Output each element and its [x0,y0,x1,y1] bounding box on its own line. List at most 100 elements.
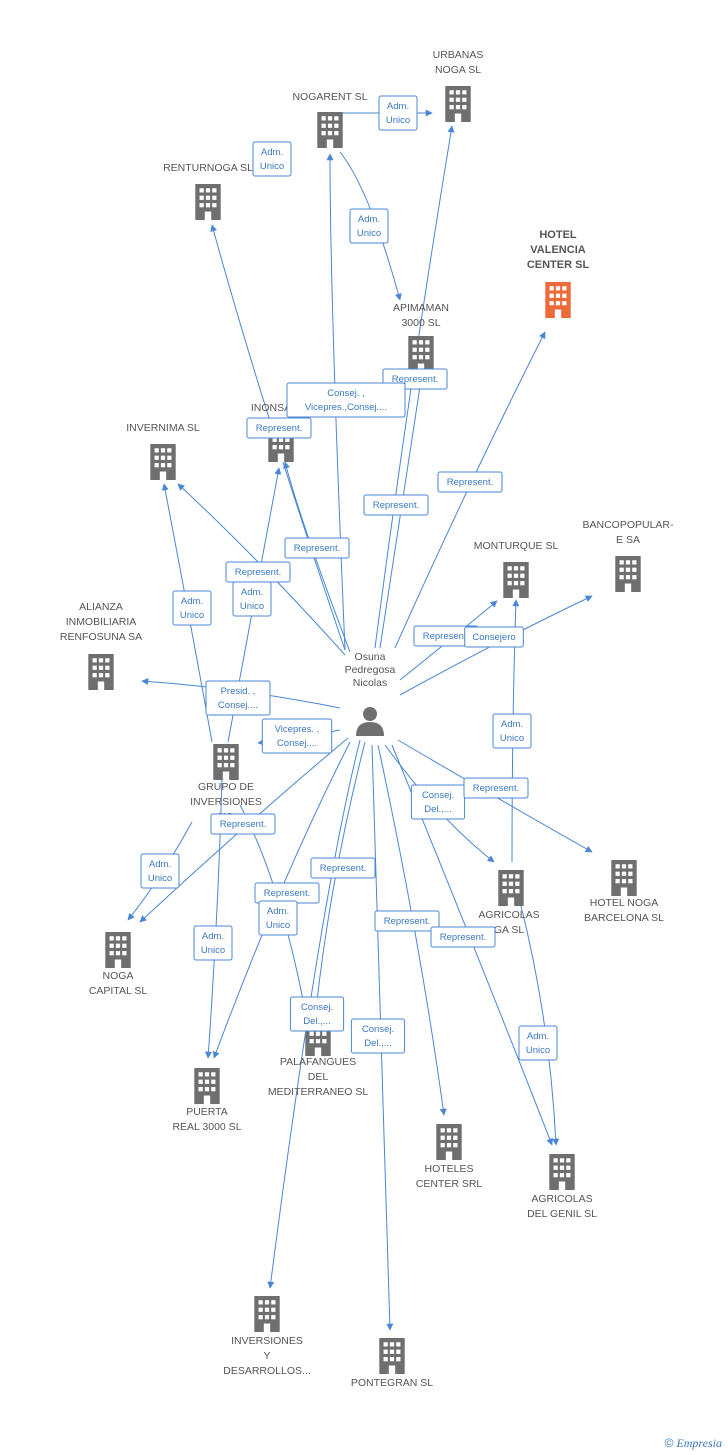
edge-label-e11[interactable]: Adm.Unico [172,590,212,626]
node-label: PALAFANGUES [280,1056,356,1068]
edge-label-e15[interactable]: Presid. ,Consej.... [205,680,271,716]
edge-label-e2[interactable]: Adm.Unico [252,141,292,177]
edge-label-e12[interactable]: Adm. Unico [232,581,272,617]
edge-line [519,901,560,1146]
edge-label-e29[interactable]: Consej.Del.,... [350,1018,406,1054]
edge-label-text: Represent. [235,567,281,578]
edge-label-e16[interactable]: Vicepres. ,Consej.... [261,718,333,754]
edge-label-e26[interactable]: Represent. [374,910,440,932]
edge-label-text: Represent. [473,783,519,794]
edge-label-e21[interactable]: Adm.Unico [140,853,180,889]
building-icon [549,1154,575,1190]
node-label: HOTEL [539,229,577,241]
company-node-pontegran[interactable]: PONTEGRAN SL [351,1338,433,1389]
edge-label-box [258,900,298,936]
edge-label-e1[interactable]: Adm.Unico [378,95,418,131]
edge-label-e27[interactable]: Represent. [430,926,496,948]
edge-label-box [492,713,532,749]
edge-label-e22[interactable]: Represent. [310,857,376,879]
edge-label-box [289,996,345,1032]
edge-label-text: Represent. [294,543,340,554]
node-label: Y [263,1350,270,1362]
edge-label-text: Represent. [392,374,438,385]
edge-label-e9[interactable]: Represent. [284,537,350,559]
edge-label-text: Represent. [384,916,430,927]
company-node-monturque[interactable]: MONTURQUE SL [474,540,559,598]
node-label: HOTELES [424,1163,473,1175]
edge-label-e10[interactable]: Represent. [225,561,291,583]
edge-label-e30[interactable]: Adm.Unico [518,1025,558,1061]
node-label: INVERSIONES [231,1335,303,1347]
node-label: INVERSIONES [190,796,262,808]
person-label: Pedregosa [345,664,396,676]
person-icon [363,707,377,721]
node-label: BARCELONA SL [584,912,664,924]
edge-label-text: Consej. , [327,388,365,399]
company-node-bancopopular[interactable]: BANCOPOPULAR-E SA [582,519,674,592]
edge-label-e17[interactable]: Adm.Unico [492,713,532,749]
edge-label-text: Represent. [220,819,266,830]
edge-label-e13[interactable]: Represent. [413,625,479,647]
edge-label-e24[interactable]: Adm.Unico [258,900,298,936]
edge-label-e7[interactable]: Represent. [363,494,429,516]
company-node-inonsa[interactable]: INONSA [251,402,294,462]
node-label: MONTURQUE SL [474,540,559,552]
edge-label-text: Represent. [256,423,302,434]
edge-label-e8[interactable]: Represent. [437,471,503,493]
company-node-nogarent[interactable]: NOGARENT SL [292,91,368,148]
edge-label-e19[interactable]: Represent. [463,777,529,799]
edge-label-e5[interactable]: Consej. ,Vicepres.,Consej.... [286,382,406,418]
edge-label-text: Adm. [202,931,224,942]
edge-label-text: Adm. [501,719,523,730]
edge-label-text: Adm. [241,587,263,598]
node-label: RENTURNOGA SL [163,162,253,174]
building-icon [379,1338,405,1374]
edge-label-text: Unico [260,161,284,172]
edge-label-e25[interactable]: Adm.Unico [193,925,233,961]
building-icon [105,932,131,968]
edge-label-box [378,95,418,131]
building-icon [498,870,524,906]
edge-label-e23[interactable]: Represent. [254,882,320,904]
building-icon [611,860,637,896]
edge-label-text: Consejero [472,632,515,643]
node-label: INVERNIMA SL [126,422,200,434]
company-node-inversiones[interactable]: INVERSIONESYDESARROLLOS... [223,1296,311,1377]
node-label: ALIANZA [79,601,123,613]
company-node-renturnoga[interactable]: RENTURNOGA SL [163,162,253,220]
edge-label-text: Del.,... [364,1038,391,1049]
edge-label-text: Adm. [267,906,289,917]
edge-label-e20[interactable]: Represent. [210,813,276,835]
edge-label-e28[interactable]: Consej.Del.,... [289,996,345,1032]
edge-label-e3[interactable]: Adm.Unico [349,208,389,244]
building-icon [408,336,434,372]
edge-label-e6[interactable]: Represent. [246,417,312,439]
node-label: PONTEGRAN SL [351,1377,433,1389]
edge-label-box [252,141,292,177]
edge-label-text: Unico [240,601,264,612]
edge-label-e18[interactable]: Consej.Del.,... [410,784,466,820]
edge-label-e14[interactable]: Consejero [464,626,524,648]
building-icon [150,444,176,480]
company-node-invernima[interactable]: INVERNIMA SL [126,422,200,480]
building-icon [317,112,343,148]
building-icon [503,562,529,598]
edge-label-box [349,208,389,244]
edge-label-box [232,581,272,617]
edge-label-text: Unico [386,115,410,126]
building-icon [545,282,571,318]
edge-label-text: Vicepres. , [275,724,320,735]
